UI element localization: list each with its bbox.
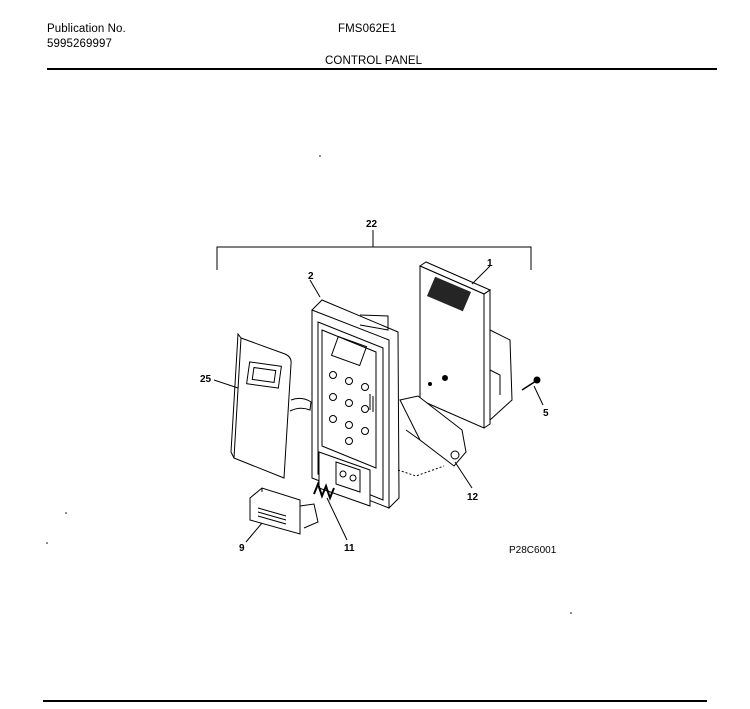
publication-number: 5995269997 xyxy=(47,38,112,50)
callout-25: 25 xyxy=(200,374,212,385)
header-rule xyxy=(47,68,717,70)
assembly-bracket xyxy=(216,230,532,270)
callout-1: 1 xyxy=(487,258,493,269)
callout-2: 2 xyxy=(308,271,314,282)
scan-speck xyxy=(46,542,48,544)
overlay-part xyxy=(213,332,312,479)
scan-speck xyxy=(65,512,67,514)
publication-label: Publication No. xyxy=(47,23,126,35)
callout-11: 11 xyxy=(344,543,355,554)
spring-part xyxy=(313,481,348,541)
screw-part xyxy=(521,376,544,406)
knob-part xyxy=(245,487,319,543)
callout-12: 12 xyxy=(467,492,479,503)
footer-rule xyxy=(43,700,707,702)
callout-22: 22 xyxy=(366,219,378,230)
callout-5: 5 xyxy=(543,408,549,419)
model-number: FMS062E1 xyxy=(338,23,397,35)
section-title: CONTROL PANEL xyxy=(325,55,423,67)
callout-9: 9 xyxy=(239,543,245,554)
latch-part xyxy=(397,395,473,489)
scan-speck xyxy=(319,155,321,157)
drawing-code: P28C6001 xyxy=(509,545,557,556)
circuit-board-part xyxy=(418,261,513,429)
scan-speck xyxy=(570,612,572,614)
panel-frame-part xyxy=(309,279,400,509)
